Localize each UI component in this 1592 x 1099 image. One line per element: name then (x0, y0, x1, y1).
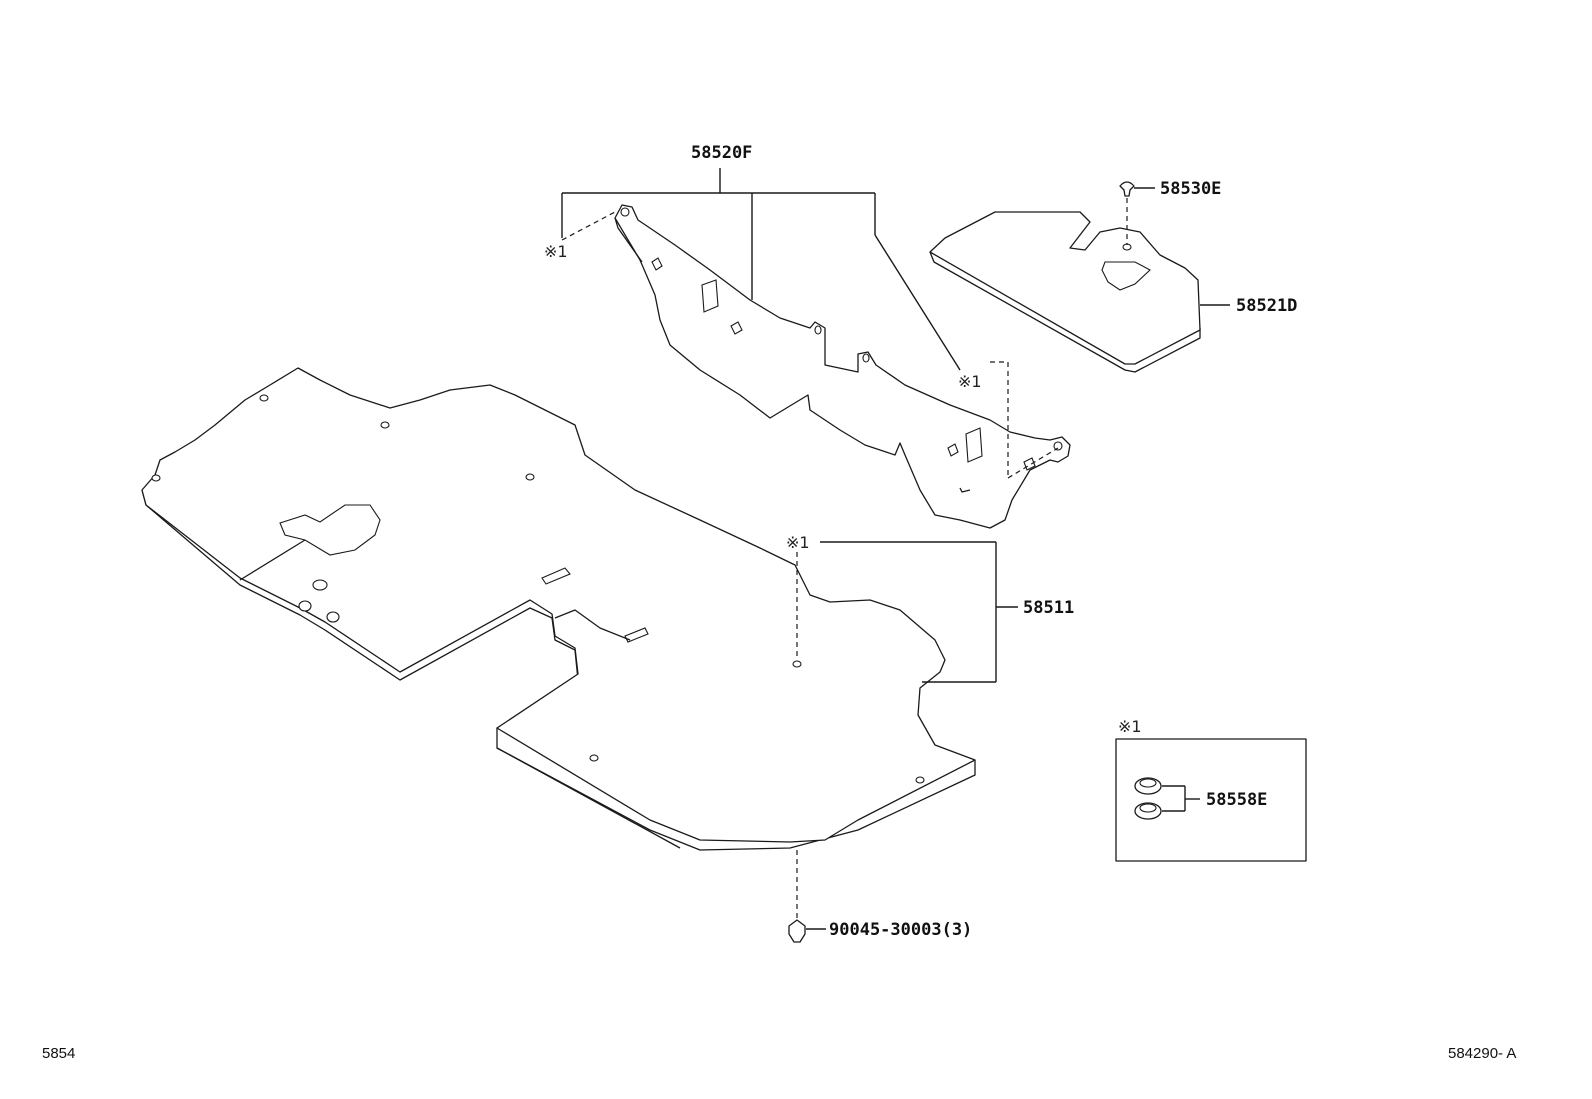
ref-upper-right: ※1 (958, 372, 982, 391)
screw-58530E (1119, 181, 1155, 245)
label-58558E: 58558E (1206, 790, 1267, 810)
clip-90045-30003 (788, 850, 826, 943)
label-58530E: 58530E (1160, 179, 1221, 199)
footer-left-code: 5854 (42, 1045, 75, 1062)
floor-mat-58511 (141, 367, 976, 851)
ref-inset: ※1 (1118, 717, 1142, 736)
label-58520F: 58520F (691, 143, 752, 163)
label-58521D: 58521D (1236, 296, 1297, 316)
ref-main: ※1 (786, 533, 810, 552)
grommet-lower (1134, 802, 1162, 820)
leader-lines (561, 168, 1230, 683)
ref-upper-left: ※1 (544, 242, 568, 261)
label-58511: 58511 (1023, 598, 1074, 618)
footer-right-code: 584290- A (1448, 1045, 1516, 1062)
right-mat-58521D (929, 211, 1201, 373)
grommet-inset (1115, 738, 1307, 862)
upper-panel-58520F (614, 204, 1071, 529)
grommet-upper (1134, 777, 1162, 795)
label-90045-30003: 90045-30003(3) (829, 920, 972, 940)
